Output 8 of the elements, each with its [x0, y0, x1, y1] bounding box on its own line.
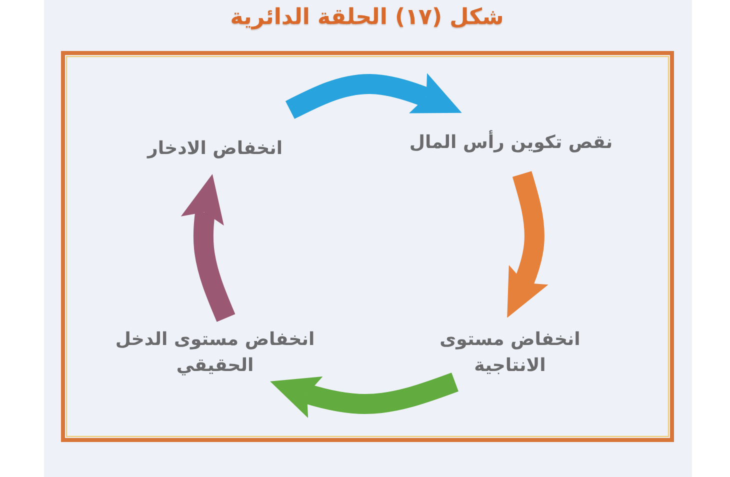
cycle-label: انخفاض مستوى الانتاجية	[438, 328, 582, 378]
cycle-label: انخفاض الادخار	[146, 136, 284, 161]
cycle-label: نقص تكوين رأس المال	[408, 130, 614, 155]
curved-arrow	[268, 372, 458, 418]
cycle-label: انخفاض مستوى الدخل الحقيقي	[114, 328, 316, 378]
curved-arrow	[180, 174, 236, 322]
figure-title: شكل (١٧) الحلقة الدائرية	[230, 4, 504, 32]
curved-arrow	[285, 73, 464, 122]
